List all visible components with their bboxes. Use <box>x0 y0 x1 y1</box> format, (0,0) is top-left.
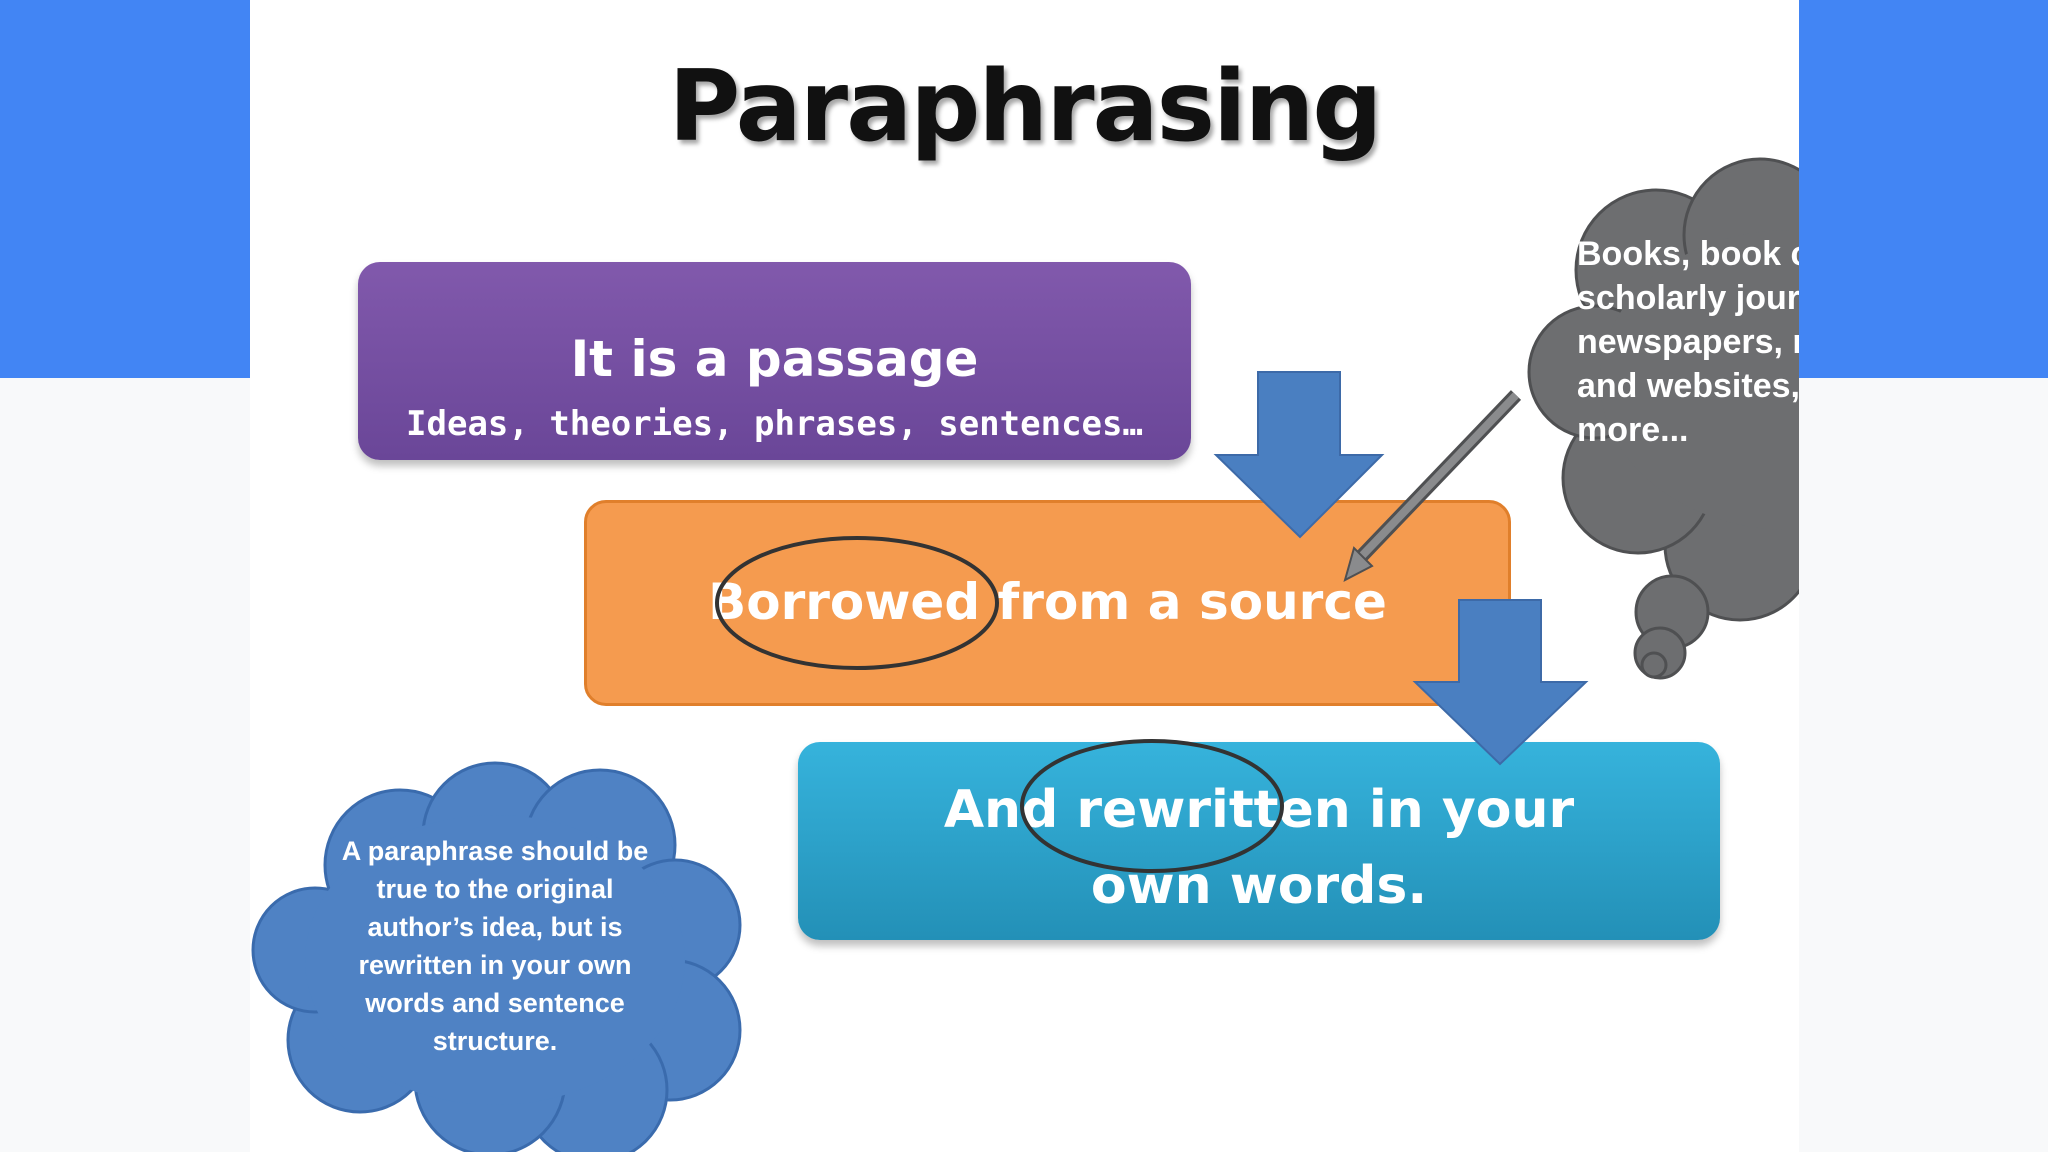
slide: Paraphrasing It is a passage Ideas, theo… <box>250 0 1799 1152</box>
definition-callout: A paraphrase should be true to the origi… <box>341 836 649 1056</box>
borrowed-box: Borrowed from a source <box>584 500 1511 706</box>
thought-bubble-tail <box>1633 574 1710 680</box>
rewritten-box: And rewritten in your own words. <box>798 742 1720 940</box>
passage-label: It is a passage <box>570 330 979 388</box>
borrowed-label: Borrowed from a source <box>708 573 1387 631</box>
passage-box: It is a passage Ideas, theories, phrases… <box>358 262 1191 460</box>
sources-callout: Books, book chapters, scholarly journals… <box>1577 235 1799 449</box>
slide-title: Paraphrasing <box>668 50 1382 164</box>
passage-examples: Ideas, theories, phrases, sentences… <box>406 404 1143 444</box>
rewritten-label: And rewritten in your own words. <box>943 780 1575 916</box>
